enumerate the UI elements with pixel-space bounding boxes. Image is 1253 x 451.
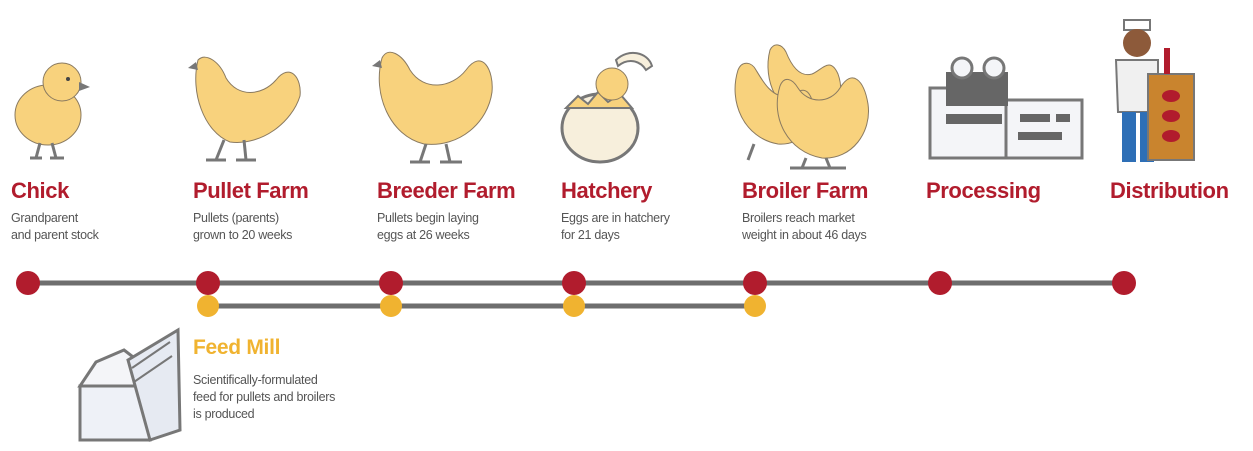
broiler-chickens-icon [735,45,868,168]
feed-mill-desc-line: feed for pullets and broilers [193,389,335,406]
feed-mill-desc: Scientifically-formulated feed for pulle… [193,372,335,423]
stage-dot-chick [16,271,40,295]
feed-dot-pullet-farm [197,295,219,317]
stage-desc-line: Pullets (parents) [193,210,292,227]
stage-dot-breeder-farm [379,271,403,295]
stage-desc-line: eggs at 26 weeks [377,227,479,244]
stage-desc-line: weight in about 46 days [742,227,866,244]
stage-dot-processing [928,271,952,295]
stage-desc-chick: Grandparent and parent stock [11,210,99,244]
hatching-egg-icon [562,53,652,162]
stage-dot-hatchery [562,271,586,295]
chick-icon [15,63,90,158]
stage-dot-broiler-farm [743,271,767,295]
feed-silo-icon [80,330,180,440]
feed-dot-hatchery [563,295,585,317]
stage-title-broiler-farm: Broiler Farm [742,178,868,204]
feed-mill-desc-line: Scientifically-formulated [193,372,335,389]
processing-plant-icon [930,58,1082,158]
stage-title-hatchery: Hatchery [561,178,652,204]
stage-dot-pullet-farm [196,271,220,295]
stage-title-chick: Chick [11,178,69,204]
stage-title-distribution: Distribution [1110,178,1229,204]
stage-desc-line: Grandparent [11,210,99,227]
breeder-hen-icon [372,52,492,162]
pullet-hen-icon [188,57,300,160]
delivery-worker-icon [1116,20,1194,162]
stage-desc-hatchery: Eggs are in hatchery for 21 days [561,210,670,244]
stage-desc-broiler-farm: Broilers reach market weight in about 46… [742,210,866,244]
stage-title-processing: Processing [926,178,1041,204]
stage-desc-line: and parent stock [11,227,99,244]
stage-desc-pullet-farm: Pullets (parents) grown to 20 weeks [193,210,292,244]
feed-mill-title: Feed Mill [193,336,280,360]
stage-desc-line: Eggs are in hatchery [561,210,670,227]
feed-dot-breeder-farm [380,295,402,317]
stage-dot-distribution [1112,271,1136,295]
stage-desc-line: for 21 days [561,227,670,244]
stage-desc-line: Broilers reach market [742,210,866,227]
feed-dot-broiler-farm [744,295,766,317]
stage-title-breeder-farm: Breeder Farm [377,178,515,204]
stage-desc-breeder-farm: Pullets begin laying eggs at 26 weeks [377,210,479,244]
stage-desc-line: grown to 20 weeks [193,227,292,244]
stage-title-pullet-farm: Pullet Farm [193,178,308,204]
feed-mill-desc-line: is produced [193,406,335,423]
stage-desc-line: Pullets begin laying [377,210,479,227]
